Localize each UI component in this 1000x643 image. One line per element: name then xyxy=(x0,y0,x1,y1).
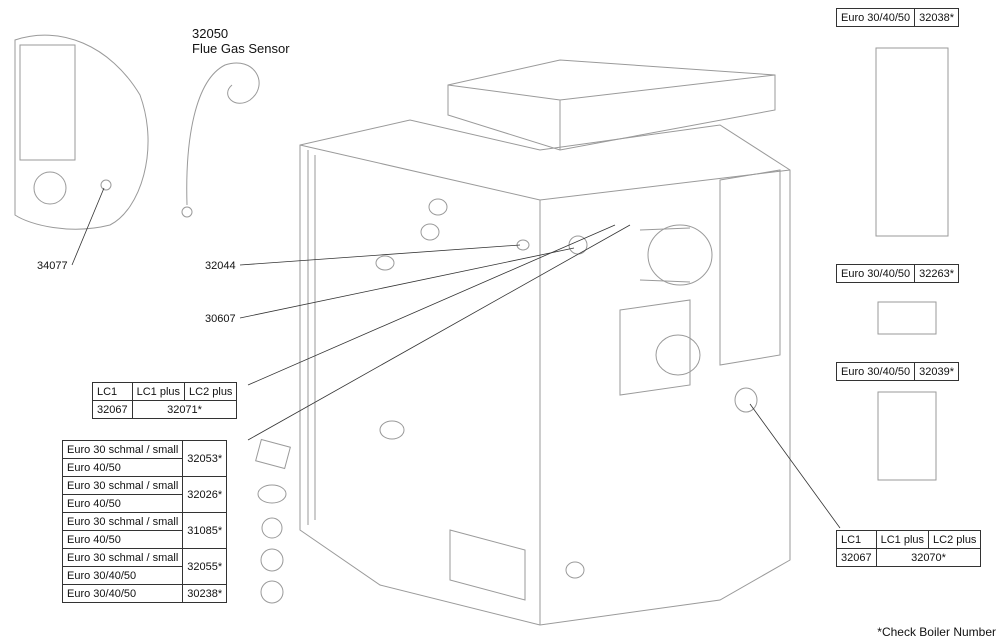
port-lower xyxy=(420,223,440,241)
board-table-32039: Euro 30/40/50 32039* xyxy=(835,362,959,381)
leader-30607 xyxy=(239,247,575,319)
flue-gas-sensor-cable xyxy=(186,62,260,206)
boiler-lid xyxy=(447,59,776,151)
leader-lc-left xyxy=(247,224,616,386)
gasket-30238-icon xyxy=(260,580,284,604)
leader-32044 xyxy=(239,244,521,266)
boiler-side-panel xyxy=(307,150,316,525)
side-opening-upper xyxy=(375,255,395,271)
gasket-row-3-b: Euro 30/40/50 xyxy=(61,566,184,585)
gasket-row-2-a: Euro 30 schmal / small xyxy=(61,512,184,531)
lc-right-header-lc1plus: LC1 plus xyxy=(875,530,930,549)
board-table-32038: Euro 30/40/50 32038* xyxy=(835,8,959,27)
lc-right-header-lc2plus: LC2 plus xyxy=(928,530,982,549)
lc-right-header-lc1: LC1 xyxy=(836,530,877,549)
lc-left-cell-plus: 32071* xyxy=(131,400,238,419)
gasket-row-0-a: Euro 30 schmal / small xyxy=(61,440,184,459)
lc-right-cell-plus: 32070* xyxy=(875,548,982,567)
burner-tube xyxy=(647,224,713,286)
inset-control-panel xyxy=(19,44,76,161)
lc-right-cell-lc1: 32067 xyxy=(836,548,877,567)
footnote: *Check Boiler Number xyxy=(877,625,996,639)
lc-left-cell-lc1: 32067 xyxy=(92,400,133,419)
control-compartment xyxy=(719,169,781,366)
sensor-code: 32050 xyxy=(192,26,229,41)
gasket-row-1-a: Euro 30 schmal / small xyxy=(61,476,184,495)
gasket-row-1-part: 32026* xyxy=(182,476,228,513)
leader-gaskets xyxy=(247,224,631,441)
callout-30607: 30607 xyxy=(205,313,236,325)
lc-left-header-lc2plus: LC2 plus xyxy=(184,382,238,401)
port-upper xyxy=(428,198,448,216)
gasket-32053-icon xyxy=(255,438,291,470)
boiler-housing-outline xyxy=(299,119,791,626)
inset-detail-outline xyxy=(14,34,149,230)
fan-motor xyxy=(655,334,701,376)
lc-table-right: LC1 LC1 plus LC2 plus 32067 32070* xyxy=(836,530,982,567)
base-panel xyxy=(449,529,526,601)
gasket-row-4-part: 30238* xyxy=(182,584,228,603)
boiler-lid-edge xyxy=(447,74,776,150)
board-2-part: 32039* xyxy=(914,362,959,381)
gasket-31085-icon xyxy=(261,517,283,539)
lower-port xyxy=(565,561,585,579)
pcb-32038-icon xyxy=(875,47,949,237)
gasket-row-4-a: Euro 30/40/50 xyxy=(61,584,184,603)
gasket-32026-icon xyxy=(257,484,287,504)
gasket-row-2-b: Euro 40/50 xyxy=(61,530,184,549)
lc-left-header-lc1: LC1 xyxy=(92,382,133,401)
lc-left-header-lc1plus: LC1 plus xyxy=(131,382,186,401)
gasket-row-0-part: 32053* xyxy=(182,440,228,477)
callout-32044: 32044 xyxy=(205,260,236,272)
port-lc-right-hole xyxy=(734,387,758,413)
gasket-32055-icon xyxy=(260,548,284,572)
leader-lc-right xyxy=(749,403,841,529)
gasket-table: Euro 30 schmal / small 32053* Euro 40/50… xyxy=(61,440,228,603)
callout-34077: 34077 xyxy=(37,260,68,272)
boiler-top-edge xyxy=(299,144,791,201)
gasket-row-2-part: 31085* xyxy=(182,512,228,549)
leader-34077 xyxy=(71,187,105,266)
flue-gas-sensor-probe xyxy=(181,206,193,218)
gasket-row-3-part: 32055* xyxy=(182,548,228,585)
sensor-name: Flue Gas Sensor xyxy=(192,41,290,56)
gasket-row-0-b: Euro 40/50 xyxy=(61,458,184,477)
fan-housing xyxy=(619,299,691,396)
burner-tube-body xyxy=(639,227,691,283)
inset-port-34077 xyxy=(100,179,112,191)
pcb-32039-icon xyxy=(877,391,937,481)
pcb-32263-icon xyxy=(877,301,937,335)
board-1-model: Euro 30/40/50 xyxy=(835,264,916,283)
board-0-part: 32038* xyxy=(914,8,959,27)
side-opening-lower xyxy=(379,420,405,440)
gasket-row-1-b: Euro 40/50 xyxy=(61,494,184,513)
board-1-part: 32263* xyxy=(914,264,959,283)
inset-port xyxy=(33,171,67,205)
board-table-32263: Euro 30/40/50 32263* xyxy=(835,264,959,283)
board-0-model: Euro 30/40/50 xyxy=(835,8,916,27)
lc-table-left: LC1 LC1 plus LC2 plus 32067 32071* xyxy=(92,382,238,419)
board-2-model: Euro 30/40/50 xyxy=(835,362,916,381)
gasket-row-3-a: Euro 30 schmal / small xyxy=(61,548,184,567)
